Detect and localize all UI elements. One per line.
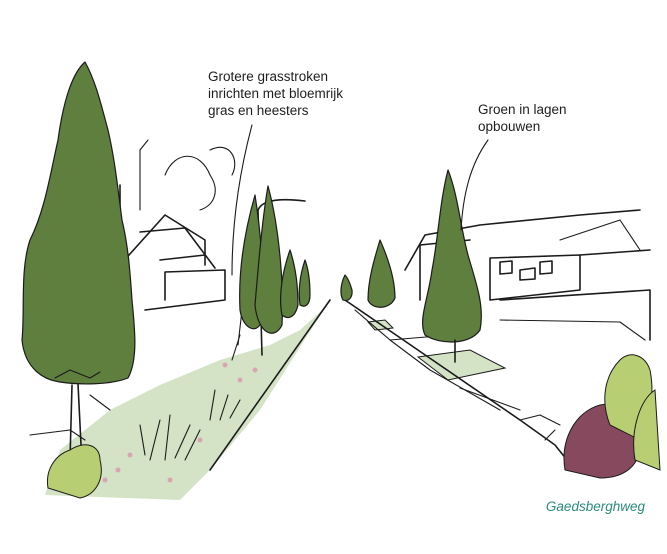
annotation-grass-strips: Grotere grasstroken inrichten met bloemr…: [208, 69, 344, 118]
leader-line-grass: [231, 124, 253, 276]
left-street-trees: [239, 185, 311, 334]
left-houses: [119, 139, 236, 311]
left-planting-bed: [46, 362, 258, 499]
leader-line-layers: [460, 139, 489, 231]
annotation-layered-green: Groen in lagen opbouwen: [478, 102, 567, 134]
right-houses: [404, 209, 651, 341]
right-grass-square: [416, 349, 507, 381]
right-street-trees: [340, 169, 482, 363]
left-grass-verge: [45, 300, 330, 500]
location-caption: Gaedsberghweg: [545, 499, 645, 514]
large-cypress-tree: [21, 61, 136, 466]
right-planting-bed: [519, 354, 661, 479]
